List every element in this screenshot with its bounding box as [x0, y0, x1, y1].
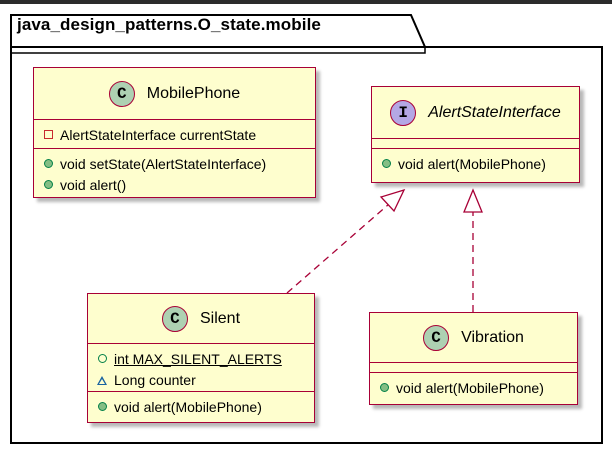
method-row: void alert(MobilePhone)	[378, 377, 577, 398]
field-text: Long counter	[114, 371, 196, 388]
class-stereotype-icon: C	[108, 80, 135, 107]
class-header: C MobilePhone	[34, 68, 315, 120]
class-name: Silent	[199, 309, 241, 327]
class-stereotype-icon: C	[161, 305, 188, 332]
class-name: MobilePhone	[146, 84, 241, 102]
method-text: void setState(AlertStateInterface)	[60, 155, 267, 172]
public-visibility-icon	[378, 381, 392, 395]
method-text: void alert(MobilePhone)	[114, 398, 262, 415]
methods-compartment: void alert(MobilePhone)	[370, 373, 577, 404]
method-row: void setState(AlertStateInterface)	[42, 153, 315, 174]
methods-compartment: void alert(MobilePhone)	[372, 149, 579, 182]
public-visibility-icon	[42, 178, 56, 192]
fields-compartment: AlertStateInterface currentState	[34, 120, 315, 149]
class-silent[interactable]: C Silent int MAX_SILENT_ALERTS Long coun…	[87, 293, 315, 423]
static-field-text: int MAX_SILENT_ALERTS	[114, 350, 282, 367]
method-text: void alert(MobilePhone)	[398, 155, 546, 172]
interface-header: I AlertStateInterface	[372, 87, 579, 139]
class-mobilephone[interactable]: C MobilePhone AlertStateInterface curren…	[33, 67, 316, 198]
method-text: void alert()	[60, 176, 127, 193]
method-row: void alert(MobilePhone)	[380, 153, 579, 174]
interface-name: AlertStateInterface	[428, 103, 561, 121]
class-name: Vibration	[461, 328, 524, 346]
field-row: AlertStateInterface currentState	[42, 124, 315, 145]
method-text: void alert(MobilePhone)	[396, 379, 544, 396]
class-vibration[interactable]: C Vibration void alert(MobilePhone)	[369, 312, 578, 405]
private-visibility-icon	[42, 128, 56, 142]
class-header: C Silent	[88, 294, 314, 344]
package-title: java_design_patterns.O_state.mobile	[17, 15, 321, 34]
interface-alertstateinterface[interactable]: I AlertStateInterface void alert(MobileP…	[371, 86, 580, 183]
interface-stereotype-icon: I	[390, 99, 417, 126]
field-row: Long counter	[96, 369, 314, 390]
class-stereotype-icon: C	[423, 324, 450, 351]
public-visibility-icon	[42, 157, 56, 171]
public-visibility-icon	[96, 352, 110, 366]
method-row: void alert(MobilePhone)	[96, 396, 314, 417]
fields-compartment: int MAX_SILENT_ALERTS Long counter	[88, 344, 314, 392]
top-border-strip	[0, 0, 612, 4]
method-row: void alert()	[42, 174, 315, 195]
fields-compartment	[372, 139, 579, 149]
field-text: AlertStateInterface currentState	[60, 126, 257, 143]
public-visibility-icon	[380, 157, 394, 171]
field-row: int MAX_SILENT_ALERTS	[96, 348, 314, 369]
class-header: C Vibration	[370, 313, 577, 363]
fields-compartment	[370, 363, 577, 373]
public-visibility-icon	[96, 400, 110, 414]
methods-compartment: void alert(MobilePhone)	[88, 392, 314, 422]
methods-compartment: void setState(AlertStateInterface) void …	[34, 149, 315, 197]
package-visibility-icon	[96, 373, 110, 387]
